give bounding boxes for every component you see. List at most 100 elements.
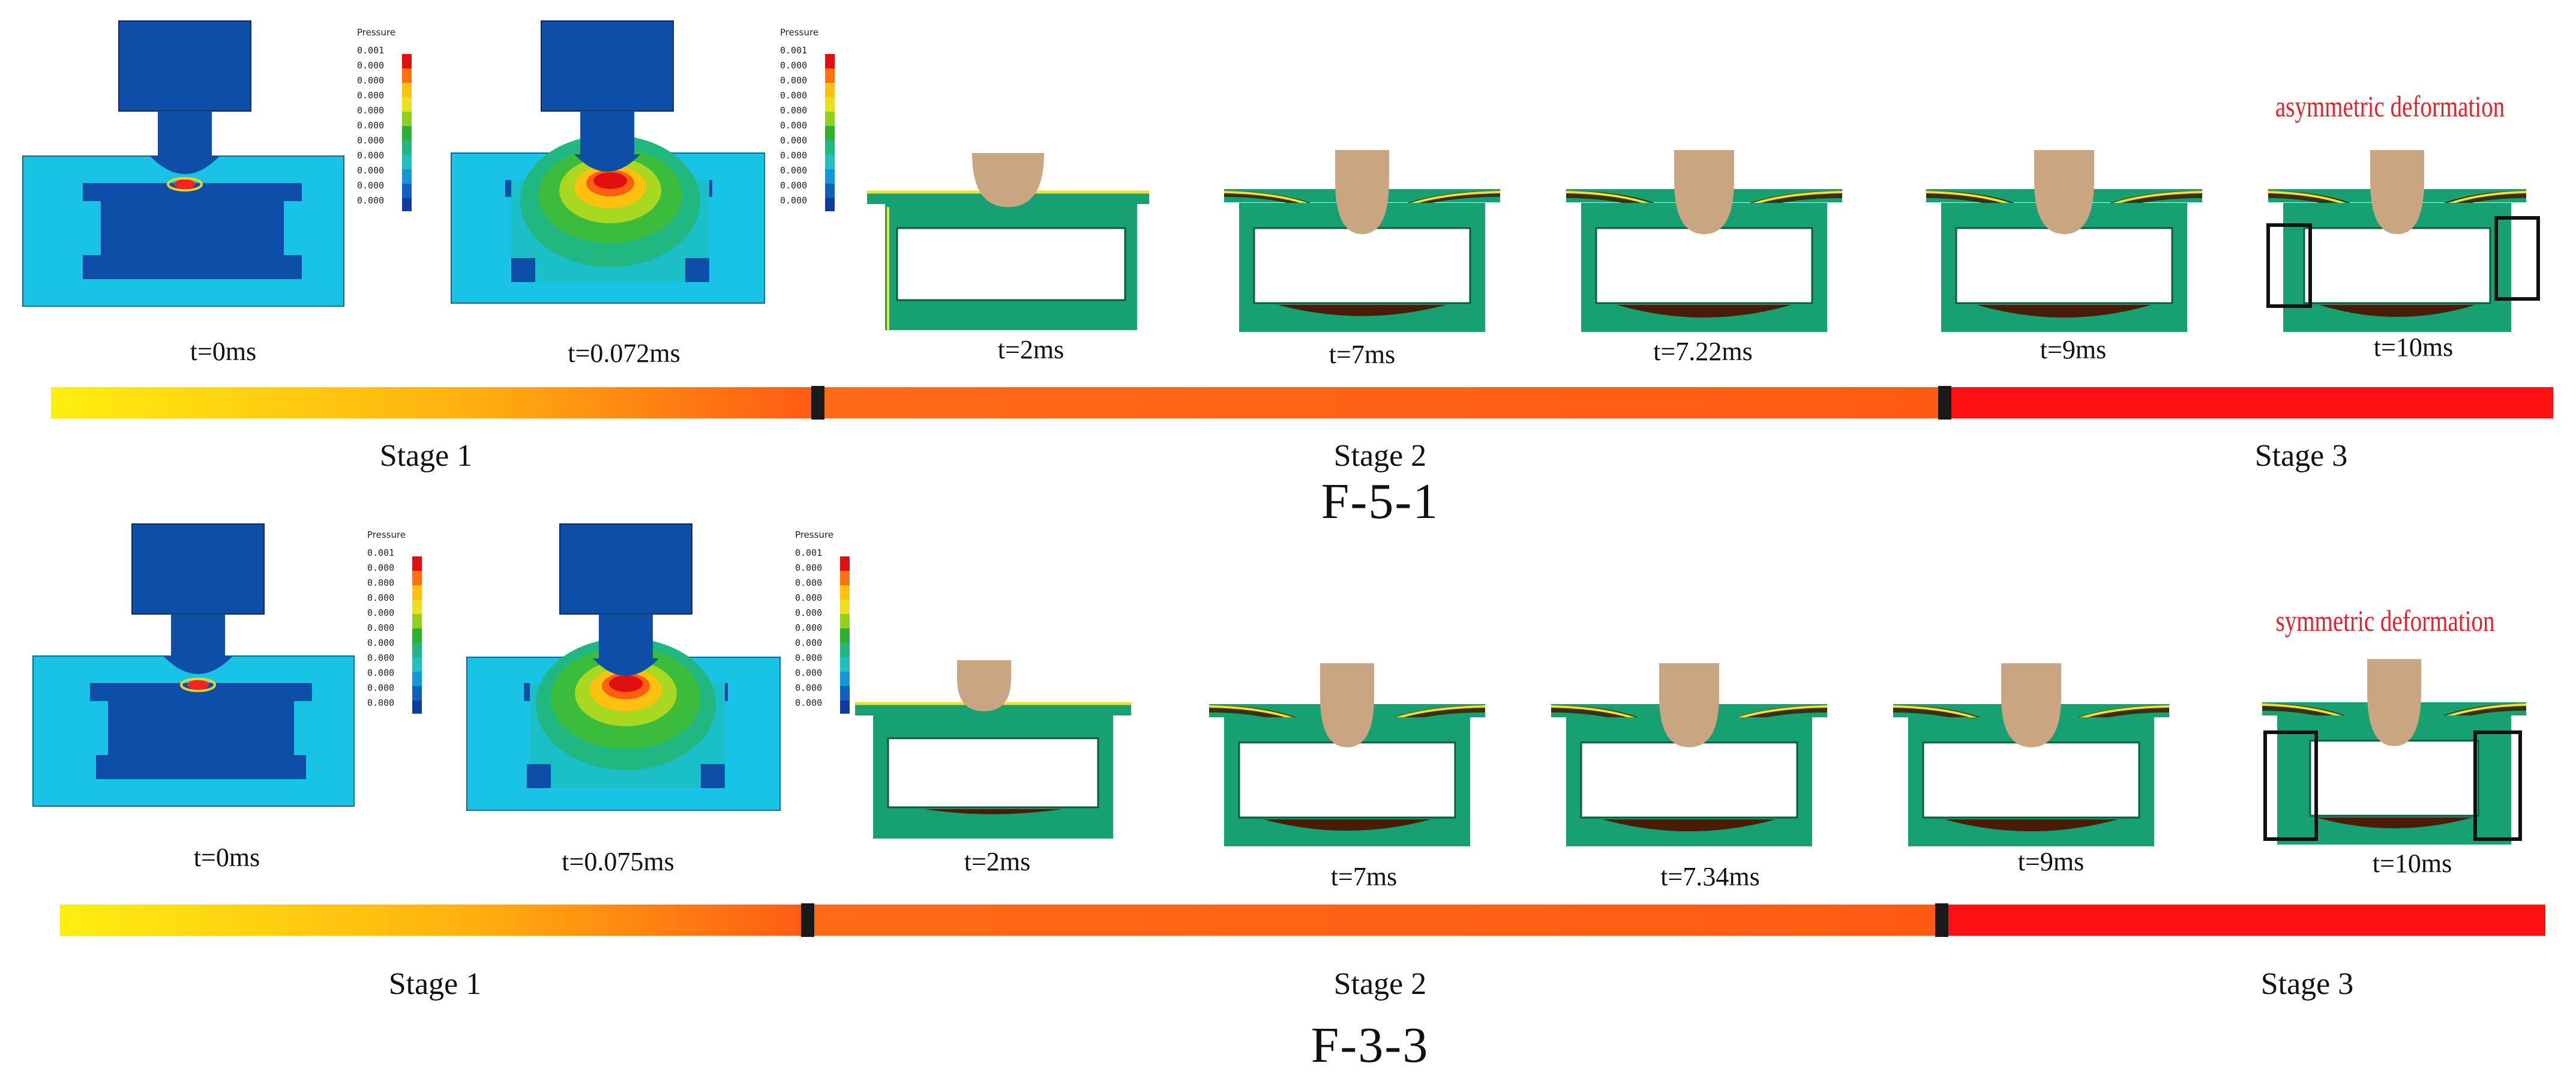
stage-bar-3	[1939, 905, 2545, 936]
stage-label: Stage 2	[1333, 439, 1427, 473]
highlight-box	[2266, 223, 2312, 308]
legend-value: 0.000	[357, 195, 385, 206]
legend-value: 0.000	[357, 120, 385, 131]
legend-value: 0.000	[780, 180, 808, 191]
legend-value: 0.000	[780, 75, 808, 86]
legend-value: 0.000	[780, 105, 808, 116]
legend-value: 0.001	[357, 45, 385, 56]
sim-frame-2-pressure	[451, 20, 765, 304]
legend-value: 0.000	[367, 697, 395, 708]
stage-marker	[801, 903, 814, 937]
time-label: t=10ms	[2372, 849, 2452, 878]
pressure-legend-1: Pressure 0.001 0.000 0.000 0.000 0.000 0…	[357, 27, 423, 219]
legend-value: 0.000	[795, 652, 823, 663]
stage-label: Stage 3	[2254, 439, 2348, 473]
time-label: t=10ms	[2373, 333, 2454, 362]
legend-value: 0.000	[367, 607, 395, 618]
legend-value: 0.000	[367, 592, 395, 603]
legend-value: 0.000	[357, 135, 385, 146]
legend-value: 0.000	[795, 592, 823, 603]
sim-frame-2-pressure	[466, 523, 781, 811]
legend-value: 0.001	[367, 547, 395, 558]
deform-frame-t10-sym	[2262, 659, 2527, 845]
deform-frame-t9	[1926, 150, 2203, 332]
legend-title: Pressure	[367, 529, 406, 540]
time-label: t=0ms	[190, 337, 257, 366]
highlight-box	[2473, 730, 2522, 841]
legend-value: 0.000	[357, 90, 385, 101]
time-label: t=7.34ms	[1660, 862, 1760, 891]
legend-value: 0.000	[795, 667, 823, 678]
legend-value: 0.000	[780, 150, 808, 161]
stage-marker	[811, 386, 824, 420]
legend-value: 0.000	[367, 667, 395, 678]
legend-value: 0.000	[367, 622, 395, 633]
highlight-box	[2263, 730, 2318, 841]
stage-label: Stage 1	[388, 967, 482, 1001]
legend-title: Pressure	[780, 27, 819, 38]
stage-bar-2	[810, 905, 1939, 936]
legend-value: 0.000	[795, 607, 823, 618]
legend-value: 0.000	[795, 697, 823, 708]
legend-value: 0.000	[795, 637, 823, 648]
stage-marker	[1938, 386, 1951, 420]
legend-colorbar	[825, 54, 835, 211]
legend-value: 0.000	[357, 180, 385, 191]
legend-value: 0.000	[795, 622, 823, 633]
sim-frame-1-t0	[22, 20, 344, 307]
time-label: t=0.075ms	[562, 847, 674, 876]
time-label: t=9ms	[2040, 335, 2107, 364]
legend-colorbar	[840, 556, 850, 714]
deform-frame-t2	[855, 660, 1131, 839]
highlight-box	[2494, 216, 2540, 301]
stage-label: Stage 1	[379, 439, 473, 473]
legend-value: 0.000	[795, 562, 823, 573]
deform-frame-t2	[867, 153, 1149, 330]
time-label: t=2ms	[997, 335, 1064, 364]
legend-value: 0.000	[367, 562, 395, 573]
legend-colorbar	[402, 54, 412, 211]
pressure-legend-4: Pressure 0.001 0.000 0.000 0.000 0.000 0…	[795, 529, 861, 721]
stage-marker	[1935, 903, 1948, 937]
legend-value: 0.000	[780, 195, 808, 206]
legend-colorbar	[412, 556, 422, 714]
legend-value: 0.001	[795, 547, 823, 558]
legend-value: 0.000	[357, 60, 385, 71]
legend-value: 0.000	[357, 165, 385, 176]
panel-title: F-3-3	[1311, 1017, 1429, 1073]
legend-title: Pressure	[357, 27, 396, 38]
legend-value: 0.000	[357, 75, 385, 86]
annotation-asymmetric: asymmetric deformation	[2275, 89, 2505, 123]
legend-value: 0.000	[780, 165, 808, 176]
deform-frame-t7	[1208, 663, 1486, 846]
legend-value: 0.000	[780, 60, 808, 71]
deform-frame-t7	[1223, 150, 1501, 332]
time-label: t=7ms	[1329, 340, 1396, 369]
legend-value: 0.000	[780, 120, 808, 131]
legend-value: 0.000	[357, 105, 385, 116]
legend-value: 0.000	[357, 150, 385, 161]
sim-frame-1-t0	[32, 523, 355, 807]
legend-value: 0.000	[367, 577, 395, 588]
time-label: t=0ms	[193, 843, 260, 872]
legend-value: 0.000	[367, 637, 395, 648]
deform-frame-t7-34	[1551, 663, 1828, 846]
deform-frame-t9	[1893, 663, 2170, 846]
annotation-symmetric: symmetric deformation	[2275, 604, 2495, 637]
stage-bar-2	[813, 387, 1941, 418]
legend-value: 0.001	[780, 45, 808, 56]
stage-label: Stage 2	[1333, 967, 1427, 1001]
pressure-legend-2: Pressure 0.001 0.000 0.000 0.000 0.000 0…	[780, 27, 846, 219]
panel-title: F-5-1	[1321, 474, 1440, 529]
stage-bar-1	[60, 905, 810, 936]
stage-bar-3	[1941, 387, 2553, 418]
legend-value: 0.000	[795, 682, 823, 693]
stage-label: Stage 3	[2260, 967, 2354, 1001]
legend-title: Pressure	[795, 529, 834, 540]
legend-value: 0.000	[795, 577, 823, 588]
time-label: t=9ms	[2017, 847, 2085, 876]
legend-value: 0.000	[780, 90, 808, 101]
legend-value: 0.000	[780, 135, 808, 146]
legend-value: 0.000	[367, 652, 395, 663]
time-label: t=7ms	[1330, 862, 1398, 891]
